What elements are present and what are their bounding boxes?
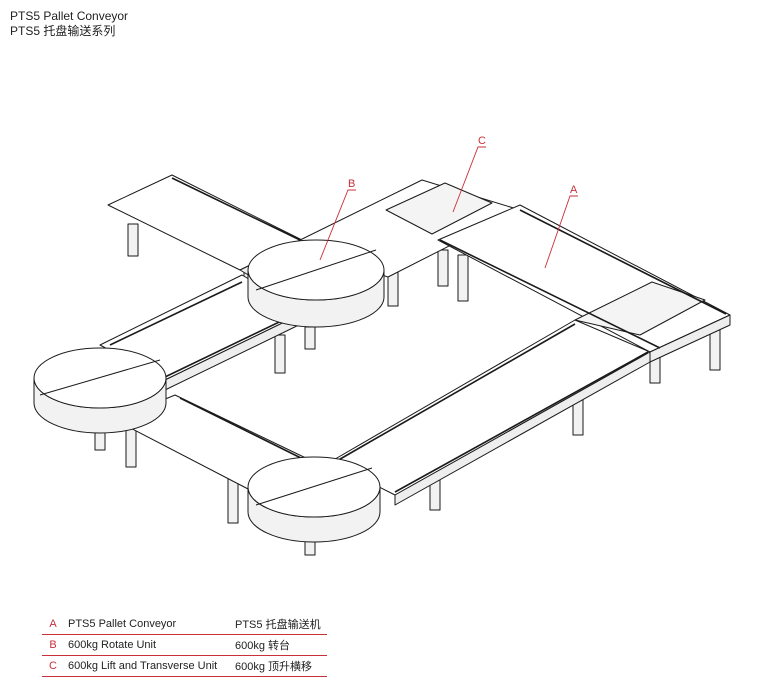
legend-table: A PTS5 Pallet Conveyor PTS5 托盘输送机 B 600k… xyxy=(42,614,327,677)
title-english: PTS5 Pallet Conveyor xyxy=(10,9,129,23)
callout-b-label: B xyxy=(348,178,355,190)
conveyor-drawing: A B C xyxy=(33,135,731,556)
legend-letter: A xyxy=(42,614,64,635)
callout-a-label: A xyxy=(570,184,578,196)
callout-b: B xyxy=(319,178,356,261)
conveyor-segments xyxy=(99,174,731,506)
legend-english: 600kg Rotate Unit xyxy=(64,634,225,656)
legend-chinese: 600kg 转台 xyxy=(225,634,327,656)
legend-row: C 600kg Lift and Transverse Unit 600kg 顶… xyxy=(42,655,327,677)
callout-a: A xyxy=(544,184,578,269)
legend-english: 600kg Lift and Transverse Unit xyxy=(64,655,225,677)
legend-row: A PTS5 Pallet Conveyor PTS5 托盘输送机 xyxy=(42,614,327,635)
title-chinese: PTS5 托盘输送系列 xyxy=(10,24,116,38)
chain-rails xyxy=(109,177,727,493)
callout-c-label: C xyxy=(478,135,486,147)
legend-letter: C xyxy=(42,655,64,677)
legend-chinese: 600kg 顶升横移 xyxy=(225,655,327,677)
legend-letter: B xyxy=(42,634,64,656)
legend-chinese: PTS5 托盘输送机 xyxy=(225,614,327,635)
rotate-units xyxy=(33,239,385,543)
legend-row: B 600kg Rotate Unit 600kg 转台 xyxy=(42,634,327,656)
callout-c: C xyxy=(452,135,486,213)
legend-english: PTS5 Pallet Conveyor xyxy=(64,614,225,635)
